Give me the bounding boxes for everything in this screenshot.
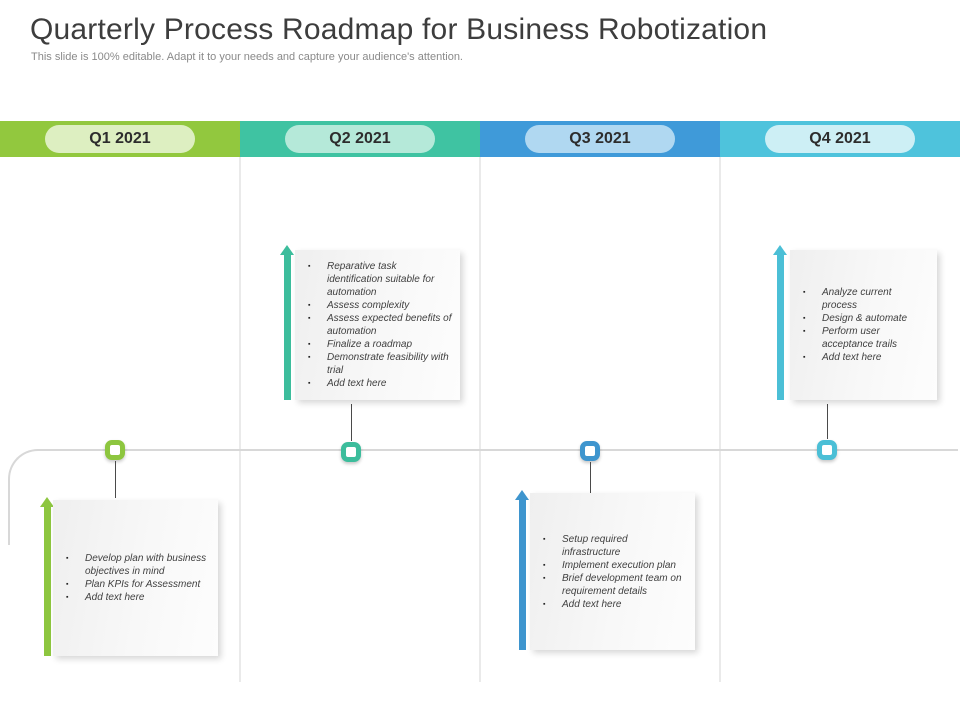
bullet-list-q3: ▪ Setup required infrastructure ▪ Implem…: [530, 533, 695, 611]
list-item: ▪ Assess complexity: [308, 299, 452, 312]
quarter-pill-q2[interactable]: Q2 2021: [285, 125, 435, 153]
list-item: ▪ Demonstrate feasibility with trial: [308, 351, 452, 377]
bullet-text: Reparative task identification suitable …: [327, 261, 435, 298]
arrow-body: [518, 500, 526, 650]
list-item: ▪ Develop plan with business objectives …: [66, 552, 210, 578]
bullet-text: Brief development team on requirement de…: [562, 572, 682, 597]
timeline-marker-q1: [105, 440, 125, 460]
bullet-square-icon: ▪: [308, 341, 311, 348]
bullet-square-icon: ▪: [543, 600, 546, 608]
bullet-text: Add text here: [85, 592, 145, 603]
bullet-text: Develop plan with business objectives in…: [85, 553, 207, 577]
bullet-square-icon: ▪: [543, 574, 546, 582]
timeline-line: [8, 449, 958, 545]
bullet-text: Perform user acceptance trails: [822, 326, 898, 350]
quarter-band-q2: Q2 2021: [240, 121, 480, 157]
list-item: ▪ Add text here: [803, 351, 929, 364]
arrow-head-icon: [773, 245, 787, 255]
bullet-square-icon: ▪: [543, 561, 546, 569]
bullet-square-icon: ▪: [308, 315, 311, 322]
list-item: ▪ Brief development team on requirement …: [543, 572, 687, 598]
bullet-text: Add text here: [822, 352, 882, 363]
task-card-q2[interactable]: ▪ Reparative task identification suitabl…: [295, 250, 460, 400]
bullet-square-icon: ▪: [803, 328, 806, 335]
bullet-list-q4: ▪ Analyze current process ▪ Design & aut…: [790, 286, 937, 364]
quarter-band-q3: Q3 2021: [480, 121, 720, 157]
column-divider: [719, 157, 721, 682]
column-divider: [239, 157, 241, 682]
quarter-pill-q1[interactable]: Q1 2021: [45, 125, 195, 153]
bullet-square-icon: ▪: [308, 263, 311, 270]
bullet-square-icon: ▪: [66, 594, 69, 601]
bullet-square-icon: ▪: [803, 354, 806, 361]
quarter-header-band: Q1 2021 Q2 2021 Q3 2021 Q4 2021: [0, 121, 960, 157]
bullet-text: Setup required infrastructure: [562, 533, 628, 558]
slide-subtitle[interactable]: This slide is 100% editable. Adapt it to…: [31, 51, 463, 63]
list-item: ▪ Finalize a roadmap: [308, 338, 452, 351]
list-item: ▪ Assess expected benefits of automation: [308, 312, 452, 338]
list-item: ▪ Add text here: [308, 377, 452, 390]
quarter-pill-q3[interactable]: Q3 2021: [525, 125, 675, 153]
up-arrow-q4: [773, 245, 787, 400]
bullet-text: Analyze current process: [822, 287, 892, 311]
bullet-text: Finalize a roadmap: [327, 339, 413, 350]
bullet-text: Plan KPIs for Assessment: [85, 579, 201, 590]
arrow-head-icon: [515, 490, 529, 500]
column-divider: [479, 157, 481, 682]
task-card-q4[interactable]: ▪ Analyze current process ▪ Design & aut…: [790, 250, 937, 400]
arrow-body: [283, 255, 291, 400]
list-item: ▪ Perform user acceptance trails: [803, 325, 929, 351]
task-card-q3[interactable]: ▪ Setup required infrastructure ▪ Implem…: [530, 493, 695, 650]
page-title[interactable]: Quarterly Process Roadmap for Business R…: [30, 13, 768, 46]
list-item: ▪ Setup required infrastructure: [543, 533, 687, 559]
arrow-body: [776, 255, 784, 400]
bullet-text: Design & automate: [822, 313, 908, 324]
bullet-text: Assess complexity: [327, 300, 410, 311]
list-item: ▪ Plan KPIs for Assessment: [66, 578, 210, 591]
marker-connector-q2: [351, 404, 352, 441]
quarter-band-q1: Q1 2021: [0, 121, 240, 157]
up-arrow-q2: [280, 245, 294, 400]
bullet-square-icon: ▪: [543, 535, 546, 543]
quarter-band-q4: Q4 2021: [720, 121, 960, 157]
bullet-text: Assess expected benefits of automation: [327, 313, 452, 337]
quarter-pill-q4[interactable]: Q4 2021: [765, 125, 915, 153]
list-item: ▪ Add text here: [66, 591, 210, 604]
arrow-body: [43, 507, 51, 656]
marker-connector-q3: [590, 462, 591, 494]
bullet-text: Demonstrate feasibility with trial: [327, 352, 449, 376]
bullet-square-icon: ▪: [66, 581, 69, 588]
bullet-text: Implement execution plan: [562, 559, 676, 571]
bullet-list-q1: ▪ Develop plan with business objectives …: [53, 552, 218, 604]
arrow-head-icon: [280, 245, 294, 255]
bullet-text: Add text here: [562, 598, 622, 610]
arrow-head-icon: [40, 497, 54, 507]
bullet-square-icon: ▪: [803, 315, 806, 322]
bullet-square-icon: ▪: [308, 380, 311, 387]
bullet-square-icon: ▪: [308, 302, 311, 309]
timeline-marker-q3: [580, 441, 600, 461]
list-item: ▪ Design & automate: [803, 312, 929, 325]
list-item: ▪ Add text here: [543, 598, 687, 611]
up-arrow-q1: [40, 497, 54, 656]
marker-connector-q4: [827, 404, 828, 439]
task-card-q1[interactable]: ▪ Develop plan with business objectives …: [53, 500, 218, 656]
list-item: ▪ Reparative task identification suitabl…: [308, 260, 452, 299]
bullet-list-q2: ▪ Reparative task identification suitabl…: [295, 260, 460, 390]
timeline-marker-q2: [341, 442, 361, 462]
list-item: ▪ Analyze current process: [803, 286, 929, 312]
bullet-square-icon: ▪: [66, 555, 69, 562]
bullet-square-icon: ▪: [308, 354, 311, 361]
list-item: ▪ Implement execution plan: [543, 559, 687, 572]
bullet-text: Add text here: [327, 378, 387, 389]
marker-connector-q1: [115, 461, 116, 498]
bullet-square-icon: ▪: [803, 289, 806, 296]
timeline-marker-q4: [817, 440, 837, 460]
up-arrow-q3: [515, 490, 529, 650]
